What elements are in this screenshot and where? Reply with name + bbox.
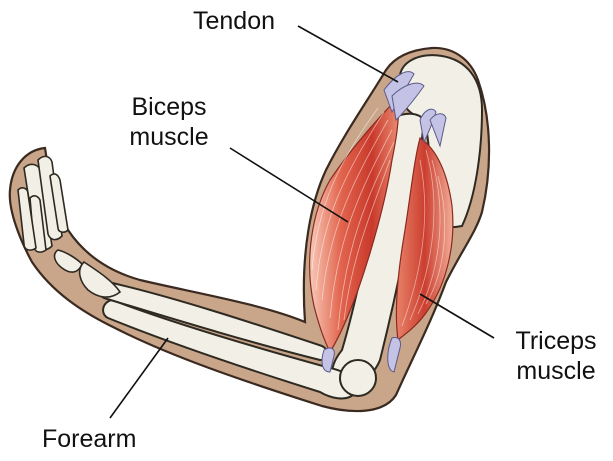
forearm-label: Forearm bbox=[42, 424, 136, 454]
biceps-label-line-1: Biceps bbox=[110, 92, 228, 122]
triceps-label-line-1: Triceps bbox=[498, 326, 613, 356]
triceps-muscle-label: Triceps muscle bbox=[498, 326, 613, 386]
biceps-label-line-2: muscle bbox=[110, 122, 228, 152]
forearm-leader-line bbox=[110, 338, 168, 418]
biceps-muscle-label: Biceps muscle bbox=[110, 92, 228, 152]
elbow-joint bbox=[340, 360, 376, 396]
forearm-label-text: Forearm bbox=[42, 424, 136, 454]
tendon-leader-line bbox=[298, 26, 398, 82]
triceps-label-line-2: muscle bbox=[498, 356, 613, 386]
tendon-label: Tendon bbox=[193, 6, 275, 36]
tendon-label-text: Tendon bbox=[193, 6, 275, 36]
